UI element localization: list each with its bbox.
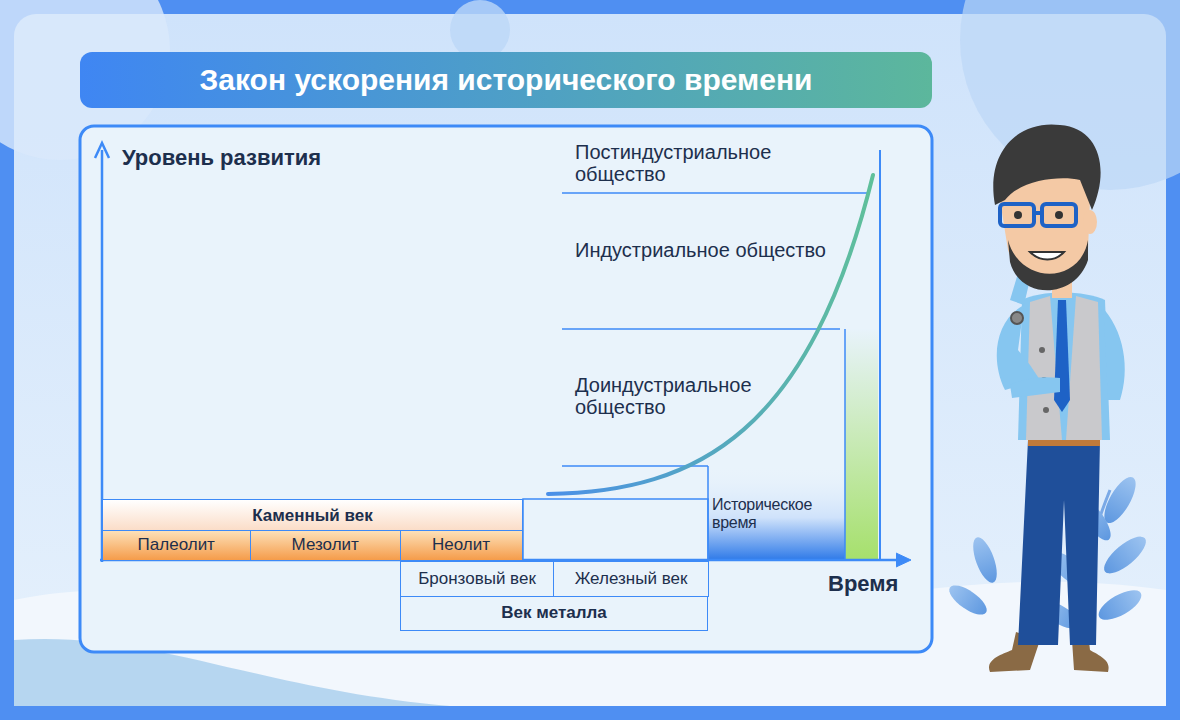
band-border bbox=[879, 150, 881, 560]
level-label: Постиндустриальное общество bbox=[575, 141, 865, 185]
level-label: Доиндустриальное общество bbox=[575, 374, 835, 418]
era-group: Век металлаБронзовый векЖелезный век bbox=[400, 562, 708, 631]
empty-cell bbox=[523, 499, 708, 560]
axis-label: Уровень развития bbox=[122, 146, 322, 170]
group-heading: Каменный век bbox=[103, 500, 522, 531]
level-line bbox=[562, 192, 868, 194]
historical-time-box: Историческое время bbox=[708, 466, 845, 560]
period-cell: Бронзовый век bbox=[400, 561, 555, 597]
level-line bbox=[562, 328, 840, 330]
period-cell: Палеолит bbox=[102, 530, 252, 561]
deco-circle bbox=[450, 0, 510, 60]
cell-label: Бронзовый век bbox=[401, 562, 554, 596]
cell-label: Палеолит bbox=[103, 531, 251, 560]
cell-label: Железный век bbox=[554, 562, 708, 596]
axis-label: Время bbox=[828, 572, 918, 596]
historical-band bbox=[708, 466, 845, 560]
title-banner bbox=[80, 52, 932, 108]
chart-panel bbox=[80, 126, 932, 652]
growth-curve bbox=[548, 175, 873, 494]
y-axis-arrow bbox=[95, 143, 109, 158]
cell-label: Мезолит bbox=[251, 531, 401, 560]
group-heading: Век металла bbox=[401, 597, 707, 629]
period-cell: Железный век bbox=[553, 561, 709, 597]
x-axis-arrow bbox=[896, 553, 911, 567]
diagram-title: Закон ускорения исторического времени bbox=[80, 52, 932, 108]
box-label: Историческое время bbox=[712, 496, 843, 531]
level-label: Индустриальное общество bbox=[575, 239, 835, 261]
era-group: Каменный векПалеолитМезолитНеолит bbox=[102, 499, 523, 561]
modern-band bbox=[845, 329, 878, 560]
band-border bbox=[844, 329, 846, 560]
period-cell: Мезолит bbox=[250, 530, 402, 561]
cell-label: Неолит bbox=[401, 531, 522, 560]
period-cell: Неолит bbox=[400, 530, 523, 561]
teacher-figure bbox=[989, 124, 1125, 672]
